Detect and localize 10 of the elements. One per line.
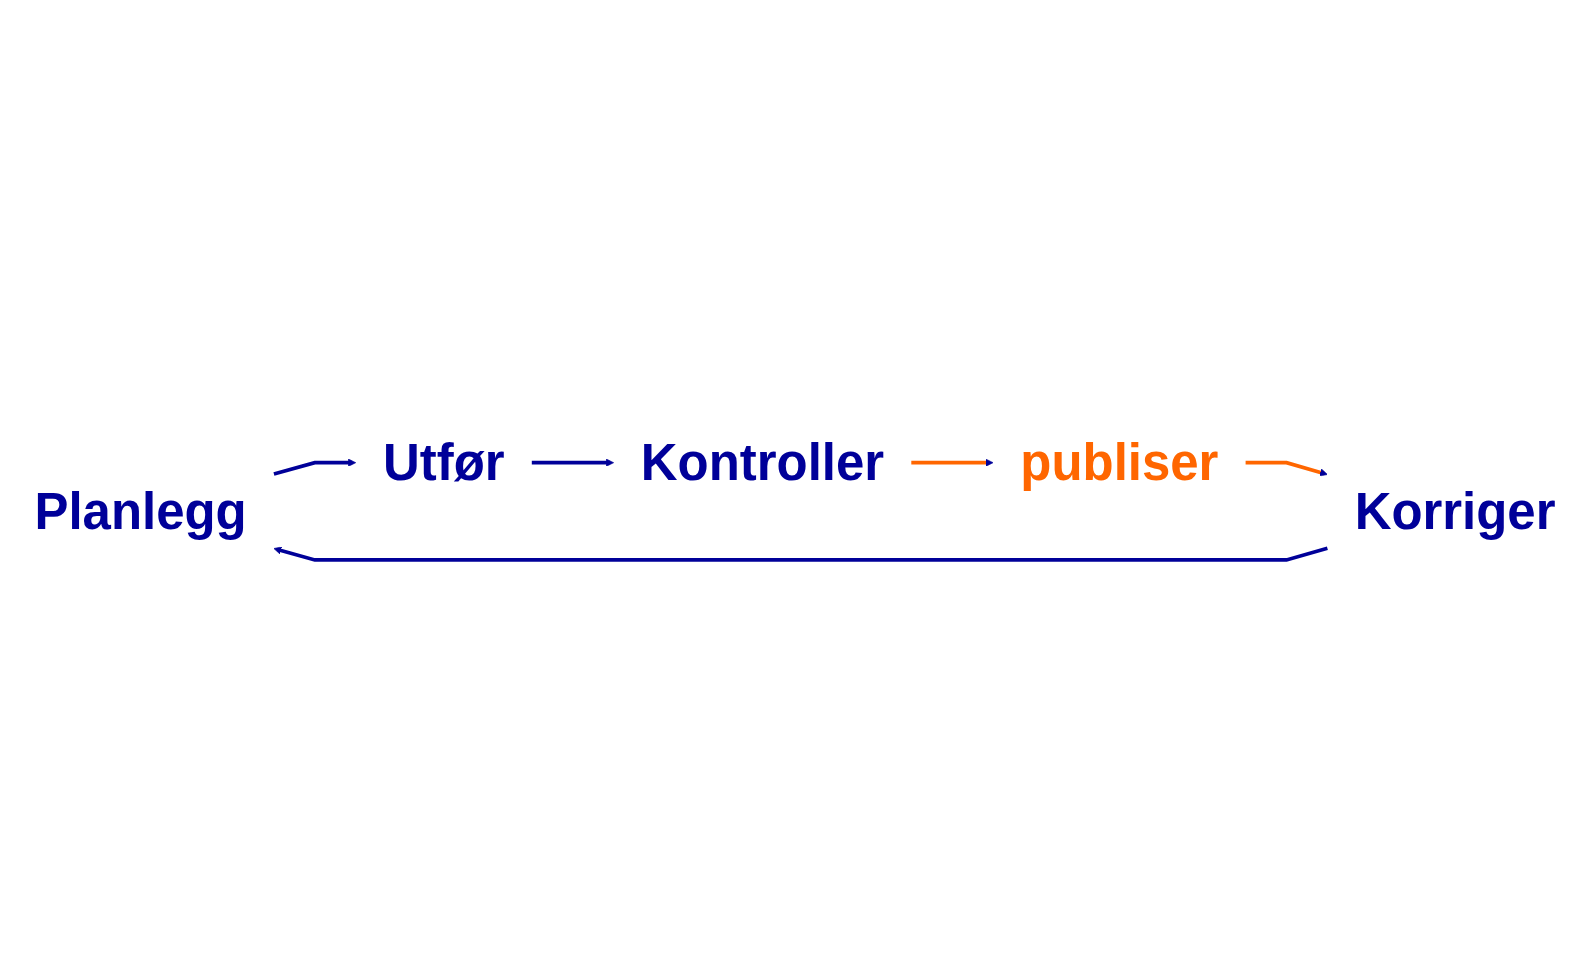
node-text: publiser <box>1020 433 1219 491</box>
arrow <box>273 546 1328 562</box>
arrow <box>273 458 357 476</box>
node-text: Utfør <box>382 433 505 491</box>
node-text: Korriger <box>1354 482 1556 540</box>
arrow <box>911 458 994 467</box>
node-text: Planlegg <box>34 482 247 540</box>
arrow <box>1245 460 1328 477</box>
node-text: Kontroller <box>640 433 885 491</box>
arrow <box>531 458 614 467</box>
